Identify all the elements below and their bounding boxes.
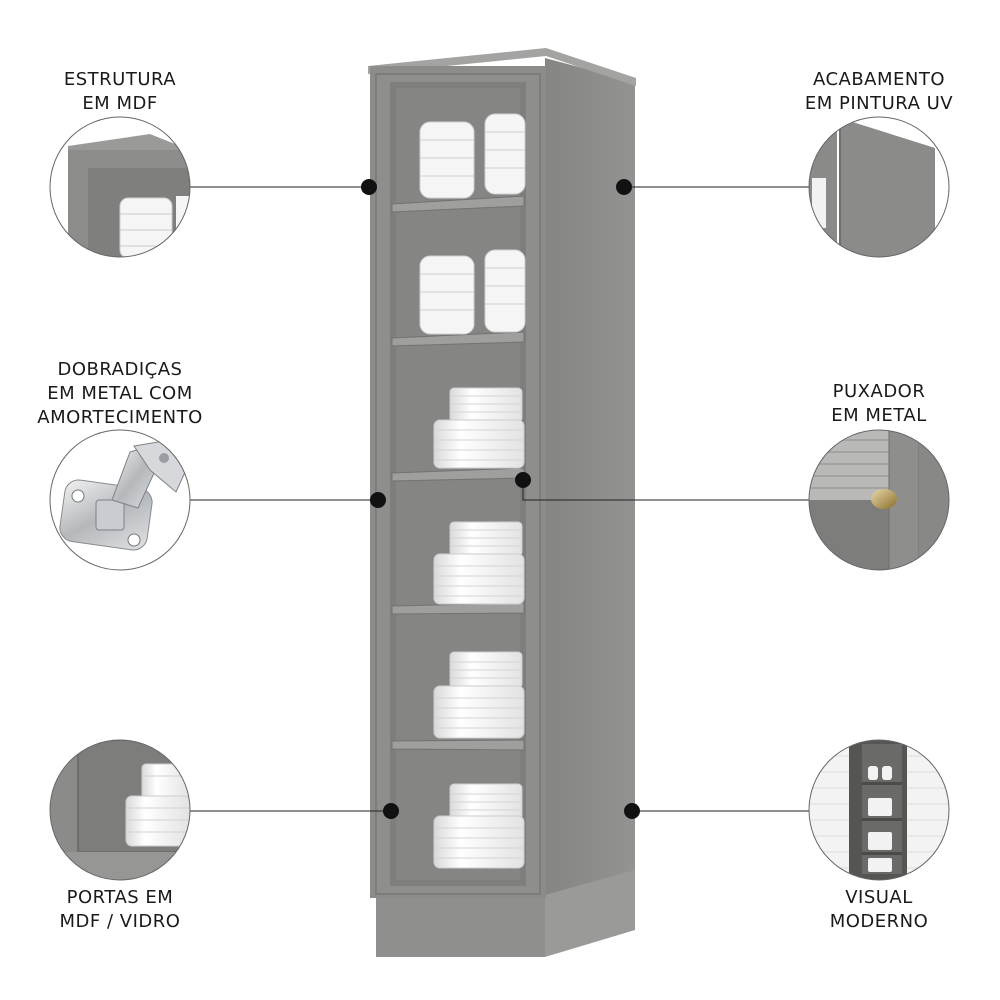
label-estrutura: ESTRUTURA EM MDF — [30, 68, 210, 116]
callout-dot — [624, 803, 640, 819]
callout-dot — [383, 803, 399, 819]
plate-ridges — [434, 395, 524, 859]
callout-dot — [616, 179, 632, 195]
cabinet — [368, 48, 636, 957]
detail-estrutura — [49, 116, 191, 258]
label-line: ACABAMENTO — [812, 69, 946, 90]
shelves — [391, 195, 525, 751]
label-line: EM MDF — [82, 93, 158, 114]
label-line: AMORTECIMENTO — [37, 407, 203, 428]
callout-dots — [361, 179, 640, 819]
label-visual: VISUAL MODERNO — [789, 886, 969, 934]
detail-puxador — [808, 429, 950, 571]
bowl-stack — [419, 113, 526, 199]
cabinet-plinth — [376, 880, 545, 957]
detail-acabamento — [808, 116, 950, 258]
label-puxador: PUXADOR EM METAL — [789, 380, 969, 428]
label-line: ESTRUTURA — [63, 69, 177, 90]
shelf — [391, 739, 525, 751]
callout-dot — [515, 472, 531, 488]
label-line: PORTAS EM — [66, 887, 174, 908]
bowl-stack — [419, 249, 526, 335]
label-dobradicas: DOBRADIÇAS EM METAL COM AMORTECIMENTO — [10, 358, 230, 430]
shelf — [391, 331, 525, 347]
label-line: EM METAL — [831, 405, 927, 426]
detail-visual — [808, 739, 950, 881]
callout-dot — [361, 179, 377, 195]
callout-dot — [370, 492, 386, 508]
label-acabamento: ACABAMENTO EM PINTURA UV — [779, 68, 979, 116]
detail-dobradicas — [49, 429, 191, 571]
label-line: EM PINTURA UV — [804, 93, 954, 114]
cabinet-top — [368, 48, 636, 86]
label-line: PUXADOR — [832, 381, 926, 402]
shelf — [391, 195, 525, 213]
detail-portas — [49, 739, 191, 881]
label-portas: PORTAS EM MDF / VIDRO — [30, 886, 210, 934]
label-line: EM METAL COM — [47, 383, 193, 404]
cabinet-side-panel — [545, 58, 635, 895]
label-line: VISUAL — [845, 887, 913, 908]
label-line: DOBRADIÇAS — [57, 359, 183, 380]
label-line: MODERNO — [829, 911, 929, 932]
label-line: MDF / VIDRO — [59, 911, 181, 932]
